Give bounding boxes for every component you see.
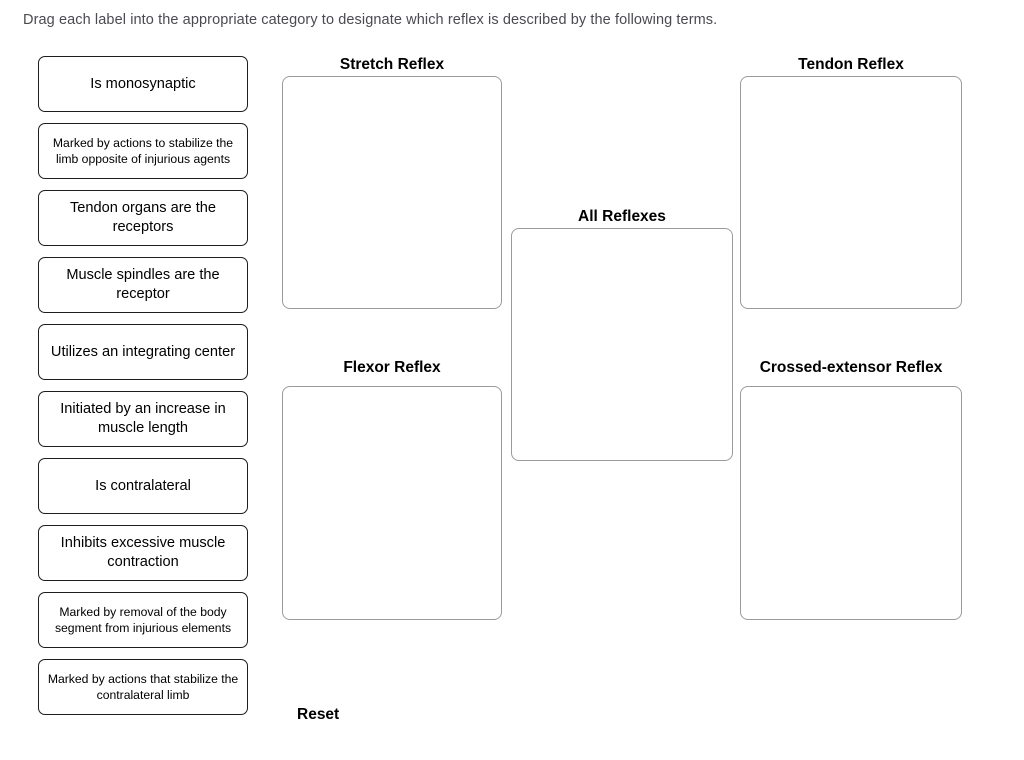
- draggable-label-removal-body-segment[interactable]: Marked by removal of the body segment fr…: [38, 592, 248, 648]
- instruction-text: Drag each label into the appropriate cat…: [23, 12, 718, 28]
- category-title-flexor-reflex: Flexor Reflex: [343, 359, 441, 376]
- dropzone-flexor-reflex[interactable]: [282, 386, 502, 620]
- dropzone-crossed-extensor-reflex[interactable]: [740, 386, 962, 620]
- draggable-label-muscle-spindles-receptor[interactable]: Muscle spindles are the receptor: [38, 257, 248, 313]
- label-bank: Is monosynaptic Marked by actions to sta…: [38, 56, 248, 726]
- draggable-label-stabilize-limb-opposite[interactable]: Marked by actions to stabilize the limb …: [38, 123, 248, 179]
- reset-button[interactable]: Reset: [297, 706, 340, 723]
- label-text: Initiated by an increase in muscle lengt…: [60, 401, 226, 436]
- dropzone-tendon-reflex[interactable]: [740, 76, 962, 309]
- draggable-label-is-contralateral[interactable]: Is contralateral: [38, 458, 248, 514]
- label-text: Muscle spindles are the receptor: [66, 267, 220, 302]
- category-title-stretch-reflex: Stretch Reflex: [339, 56, 445, 73]
- category-title-tendon-reflex: Tendon Reflex: [798, 56, 904, 73]
- label-text: Tendon organs are the receptors: [69, 200, 217, 235]
- draggable-label-increase-muscle-length[interactable]: Initiated by an increase in muscle lengt…: [38, 391, 248, 447]
- label-text: Inhibits excessive muscle contraction: [60, 535, 226, 570]
- label-text: Is contralateral: [95, 477, 191, 494]
- draggable-label-is-monosynaptic[interactable]: Is monosynaptic: [38, 56, 248, 112]
- draggable-label-inhibits-contraction[interactable]: Inhibits excessive muscle contraction: [38, 525, 248, 581]
- category-title-all-reflexes: All Reflexes: [578, 208, 666, 225]
- label-text: Marked by removal of the body segment fr…: [54, 604, 232, 636]
- category-title-crossed-extensor-reflex: Crossed-extensor Reflex: [759, 359, 943, 376]
- draggable-label-integrating-center[interactable]: Utilizes an integrating center: [38, 324, 248, 380]
- dropzone-stretch-reflex[interactable]: [282, 76, 502, 309]
- label-text: Marked by actions to stabilize the limb …: [52, 135, 234, 167]
- dropzone-all-reflexes[interactable]: [511, 228, 733, 461]
- label-text: Marked by actions that stabilize the con…: [47, 671, 239, 703]
- draggable-label-stabilize-contralateral[interactable]: Marked by actions that stabilize the con…: [38, 659, 248, 715]
- draggable-label-tendon-organs-receptors[interactable]: Tendon organs are the receptors: [38, 190, 248, 246]
- label-text: Is monosynaptic: [90, 75, 196, 92]
- label-text: Utilizes an integrating center: [50, 343, 236, 360]
